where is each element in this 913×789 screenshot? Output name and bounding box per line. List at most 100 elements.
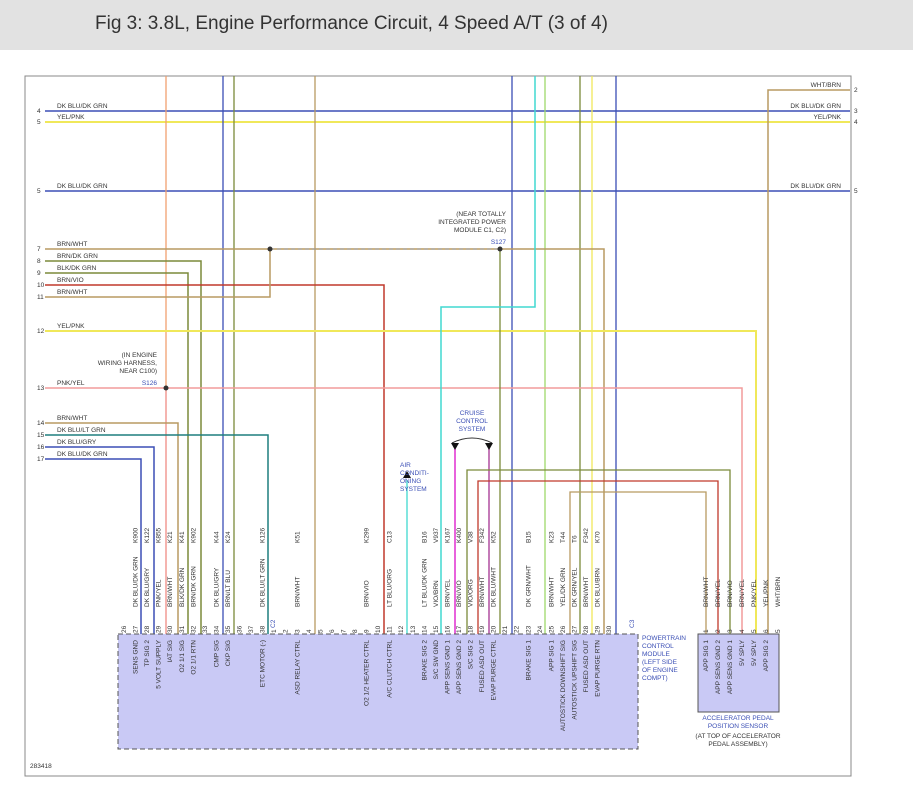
pcm-circuit-6: K902 — [190, 527, 197, 543]
pcm-wire-color-27: VIO/BRN — [433, 580, 440, 607]
pcm-circuit-37: K23 — [548, 531, 555, 543]
pcm-signal-28: APP SENS GND 1 — [444, 640, 451, 694]
pcm-wire-color-5: BLK/DK GRN — [179, 567, 186, 607]
pcm-conn-c3: C3 — [629, 619, 636, 628]
s126-note-line-1: WIRING HARNESS, — [98, 360, 157, 367]
right-connector-pin-1: 3 — [854, 108, 858, 115]
app-wire-color-1: BRN/YEL — [715, 579, 722, 607]
pcm-pin-22: 10 — [375, 625, 382, 633]
app-pin-6: 5 — [775, 629, 782, 633]
pcm-signal-38: AUTOSTICK DOWNSHIFT SIG — [560, 640, 567, 731]
pcm-signal-26: BRAKE SIG 2 — [421, 640, 428, 681]
pcm-signal-32: EVAP PURGE CTRL — [491, 640, 498, 701]
splice-dot-1 — [267, 246, 273, 252]
pcm-pin-8: 34 — [213, 625, 220, 633]
left-wire-color-0: DK BLU/DK GRN — [57, 103, 108, 110]
pcm-pin-7: 33 — [202, 625, 209, 633]
pcm-circuit-15: K51 — [294, 531, 301, 543]
s127-note-line-0: (NEAR TOTALLY — [456, 211, 506, 218]
pcm-pin-16: 4 — [306, 629, 313, 633]
app-note-line-1: PEDAL ASSEMBLY) — [708, 741, 767, 748]
pcm-wire-color-21: BRN/VIO — [364, 580, 371, 607]
pcm-circuit-40: F342 — [583, 528, 590, 543]
wire-pnk-yel-13 — [45, 387, 743, 634]
diagram-border — [24, 75, 852, 777]
pcm-wire-color-35: DK GRN/WHT — [525, 565, 532, 607]
pcm-circuit-4: K21 — [167, 531, 174, 543]
pcm-signal-29: APP SENS GND 2 — [456, 640, 463, 694]
pcm-pin-10: 36 — [237, 625, 244, 633]
pcm-circuit-5: K41 — [179, 531, 186, 543]
pcm-pin-30: 18 — [468, 625, 475, 633]
app-pin-0: 1 — [703, 629, 710, 633]
pcm-pin-29: 17 — [456, 625, 463, 633]
pcm-signal-41: EVAP PURGE RTN — [595, 640, 602, 697]
app-signal-3: 5V SPLY — [739, 639, 746, 666]
pcm-wire-color-6: BRN/DK GRN — [190, 566, 197, 607]
pcm-signal-30: S/C SIG 2 — [468, 640, 475, 670]
wire-brn-wht-14 — [45, 422, 179, 634]
app-pin-2: 3 — [727, 629, 734, 633]
pcm-pin-37: 25 — [548, 625, 555, 633]
splice-dot-s126 — [163, 385, 169, 391]
pcm-wire-color-30: VIO/ORG — [468, 579, 475, 607]
left-connector-pin-2: 5 — [37, 188, 41, 195]
left-connector-pin-9: 13 — [37, 385, 45, 392]
pcm-wire-color-23: LT BLU/ORG — [387, 569, 394, 607]
figure-title: Fig 3: 3.8L, Engine Performance Circuit,… — [95, 13, 608, 34]
pcm-signal-1: SENS GND — [133, 640, 140, 674]
pcm-pin-18: 6 — [329, 629, 336, 633]
wire-dkblu-dkgrn-17 — [45, 458, 142, 634]
right-wire-color-2: YEL/PNK — [814, 114, 842, 121]
ac-arrow — [403, 471, 411, 478]
pcm-signal-9: CKP SIG — [225, 640, 232, 666]
left-wire-color-9: PNK/YEL — [57, 380, 85, 387]
app-wire-color-2: BRN/VIO — [727, 580, 734, 607]
app-pin-5: 6 — [763, 629, 770, 633]
pcm-signal-31: FUSED ASD OUT — [479, 640, 486, 692]
pcm-pin-35: 23 — [525, 625, 532, 633]
pcm-signal-6: O2 1/1 RTN — [190, 640, 197, 675]
wire-dkblu-ltgrn-15 — [45, 434, 269, 634]
app-pin-4: 5 — [751, 629, 758, 633]
pcm-circuit-31: F342 — [479, 528, 486, 543]
s126-id: S126 — [142, 380, 158, 387]
pcm-signal-5: O2 1/1 SIG — [179, 640, 186, 673]
left-connector-pin-1: 5 — [37, 119, 41, 126]
pcm-pin-13: 1 — [271, 629, 278, 633]
pcm-circuit-29: K400 — [456, 527, 463, 543]
pcm-wire-color-38: YEL/DK GRN — [560, 567, 567, 607]
pcm-pin-14: 2 — [283, 629, 290, 633]
app-pin-3: 4 — [739, 629, 746, 633]
pcm-wire-color-8: DK BLU/GRY — [213, 567, 220, 607]
pcm-signal-27: S/C SW GND — [433, 640, 440, 680]
pcm-pin-21: 9 — [364, 629, 371, 633]
splice-dot-s127 — [497, 246, 503, 252]
pcm-pin-36: 24 — [537, 625, 544, 633]
pcm-pin-24: 12 — [398, 625, 405, 633]
cruise-bracket — [451, 437, 493, 444]
ac-system-label-0: AIR — [400, 462, 411, 469]
pcm-pin-28: 16 — [444, 625, 451, 633]
pcm-wire-color-15: BRN/WHT — [294, 577, 301, 607]
pcm-pin-15: 3 — [294, 629, 301, 633]
wire-app-brn-yel — [466, 469, 731, 634]
pcm-label-line-4: OF ENGINE — [642, 667, 678, 674]
pcm-circuit-3: K855 — [156, 527, 163, 543]
right-connector-pin-0: 2 — [854, 87, 858, 94]
pcm-pin-42: 30 — [606, 625, 613, 633]
pcm-pin-20: 8 — [352, 629, 359, 633]
app-wire-color-6: WHT/BRN — [775, 576, 782, 607]
left-connector-pin-13: 17 — [37, 456, 45, 463]
left-wire-color-1: YEL/PNK — [57, 114, 85, 121]
left-wire-color-12: DK BLU/GRY — [57, 439, 97, 446]
wire-brn-dkgrn-8 — [45, 260, 202, 634]
pcm-wire-color-9: BRN/LT BLU — [225, 570, 232, 607]
pcm-signal-15: ASD RELAY CTRL — [294, 640, 301, 695]
pcm-signal-8: CMP SIG — [213, 640, 220, 667]
pcm-circuit-27: V937 — [433, 527, 440, 543]
pcm-pin-11: 37 — [248, 625, 255, 633]
pcm-pin-17: 5 — [317, 629, 324, 633]
pcm-pin-1: 27 — [133, 625, 140, 633]
pcm-label-line-2: MODULE — [642, 651, 670, 658]
